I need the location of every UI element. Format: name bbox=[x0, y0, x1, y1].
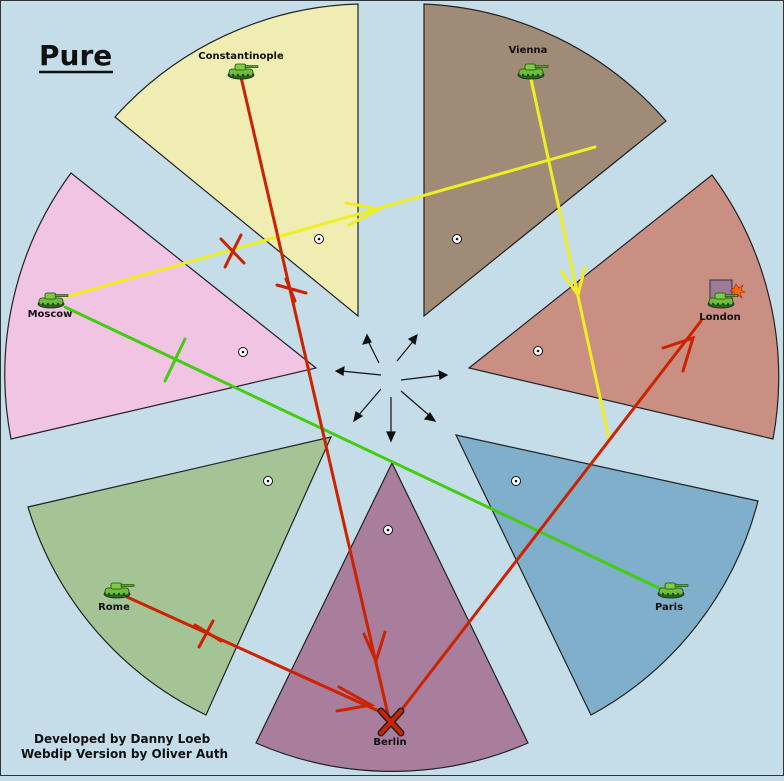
territory-paris[interactable] bbox=[454, 434, 759, 716]
center-arrows bbox=[334, 333, 449, 443]
label-paris: Paris bbox=[655, 602, 683, 613]
order-lines-red bbox=[125, 75, 703, 723]
label-moscow: Moscow bbox=[28, 309, 73, 320]
credit-developer: Developed by Danny Loeb bbox=[34, 732, 211, 746]
label-rome: Rome bbox=[98, 602, 130, 613]
supply-center-icon bbox=[263, 476, 273, 486]
territory-london[interactable] bbox=[467, 174, 780, 440]
territory-berlin[interactable] bbox=[255, 461, 529, 772]
label-constantinople: Constantinople bbox=[198, 51, 284, 62]
supply-center-icon bbox=[511, 476, 521, 486]
dislodged-mark-icon bbox=[377, 707, 405, 737]
territory-rome[interactable] bbox=[27, 436, 333, 716]
supply-center-icon bbox=[533, 346, 543, 356]
supply-center-icon bbox=[452, 234, 462, 244]
explosion-icon bbox=[729, 283, 746, 299]
label-vienna: Vienna bbox=[509, 45, 548, 56]
map-title: Pure bbox=[39, 39, 112, 72]
label-berlin: Berlin bbox=[373, 737, 406, 748]
credit-webdip: Webdip Version by Oliver Auth bbox=[21, 747, 228, 761]
supply-center-icon bbox=[383, 525, 393, 535]
order-line-green bbox=[63, 305, 663, 591]
label-london: London bbox=[699, 312, 741, 323]
supply-center-icon bbox=[238, 347, 248, 357]
supply-center-icon bbox=[314, 234, 324, 244]
territory-constantinople[interactable] bbox=[114, 3, 359, 318]
order-lines-yellow bbox=[63, 77, 611, 441]
territory-moscow[interactable] bbox=[4, 172, 318, 440]
